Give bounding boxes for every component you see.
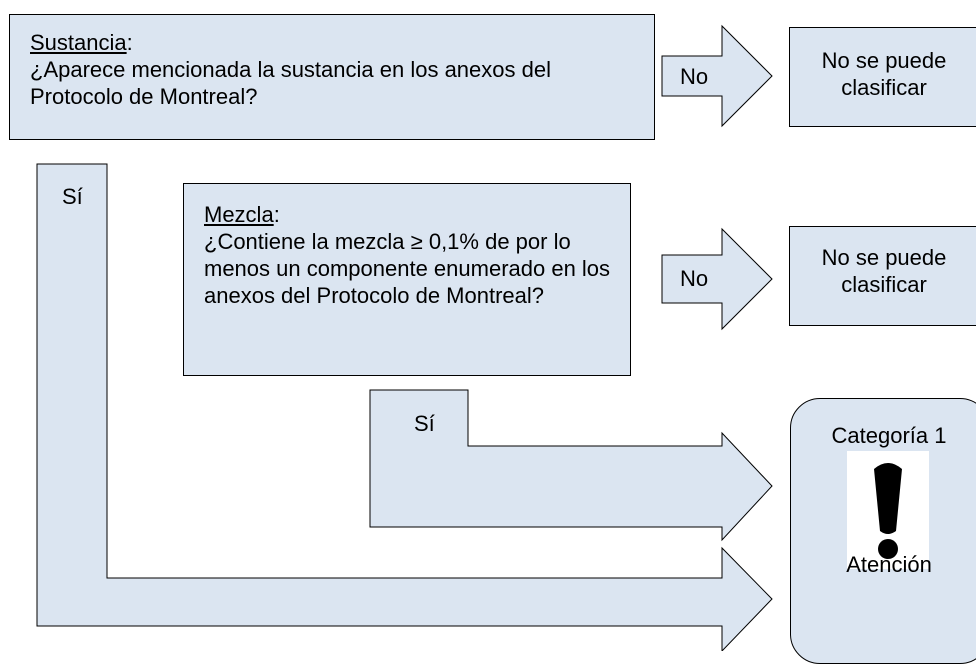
arrow-no-1-shape — [661, 24, 773, 128]
substance-heading-colon: : — [126, 30, 133, 55]
arrow-no-2-shape — [661, 227, 773, 331]
substance-question-box: Sustancia: ¿Aparece mencionada la sustan… — [9, 14, 655, 140]
arrow-si-mid-shape — [369, 389, 773, 542]
substance-question: ¿Aparece mencionada la sustancia en los … — [30, 57, 551, 109]
arrow-si-mid-label: Sí — [414, 411, 435, 436]
result-box-1: No se puede clasificar — [789, 27, 976, 127]
mixture-heading: Mezcla — [204, 202, 274, 227]
category-box: Categoría 1 Atención — [790, 398, 976, 664]
arrow-si-left-shape — [36, 163, 773, 651]
category-signal-word: Atención — [846, 552, 932, 577]
mixture-question-text: Mezcla: ¿Contiene la mezcla ≥ 0,1% de po… — [204, 201, 624, 309]
arrow-si-left-label: Sí — [62, 184, 83, 209]
mixture-question-box: Mezcla: ¿Contiene la mezcla ≥ 0,1% de po… — [183, 183, 631, 376]
exclamation-mark-icon — [847, 451, 929, 569]
arrow-no-2-label: No — [680, 266, 709, 291]
substance-heading: Sustancia — [30, 30, 127, 55]
arrow-no-1-label: No — [680, 64, 709, 89]
result-box-2: No se puede clasificar — [789, 226, 976, 326]
substance-question-text: Sustancia: ¿Aparece mencionada la sustan… — [30, 29, 640, 110]
result-1-text: No se puede clasificar — [821, 48, 947, 100]
category-title: Categoría 1 — [831, 423, 947, 448]
mixture-heading-colon: : — [273, 202, 280, 227]
mixture-question: ¿Contiene la mezcla ≥ 0,1% de por lo men… — [204, 229, 611, 308]
result-2-text: No se puede clasificar — [821, 245, 947, 297]
